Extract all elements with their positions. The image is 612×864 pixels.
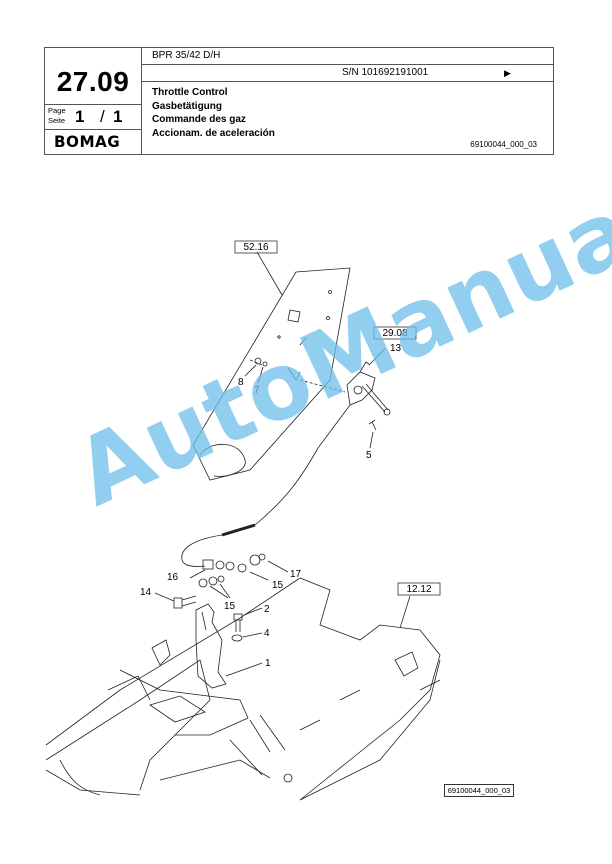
page-indicator: Page Seite 1 / 1 bbox=[45, 104, 141, 130]
title-en: Throttle Control bbox=[152, 87, 228, 98]
leader-13 bbox=[369, 348, 386, 365]
panel-52-16 bbox=[192, 267, 351, 481]
leader-8 bbox=[244, 364, 257, 377]
ref-box-12-12 bbox=[397, 582, 441, 596]
leader-16 bbox=[189, 569, 206, 579]
leader-17 bbox=[267, 560, 289, 573]
bolt-14 bbox=[173, 595, 197, 609]
leader-12-12 bbox=[399, 595, 411, 629]
callout-8: 8 bbox=[238, 377, 244, 388]
arrow-right-icon: ▶ bbox=[504, 68, 511, 78]
frame-12-12 bbox=[45, 577, 441, 801]
dashed-line-1 bbox=[299, 379, 346, 393]
callout-5: 5 bbox=[366, 450, 372, 461]
title-de: Gasbetätigung bbox=[152, 100, 223, 112]
ref-label-12-12: 12.12 bbox=[406, 584, 431, 595]
header-left-column: 27.09 Page Seite 1 / 1 BOMAG bbox=[45, 48, 142, 154]
callout-14: 14 bbox=[140, 587, 152, 598]
page-current: 1 bbox=[75, 107, 85, 126]
serial-number: S/N 101692191001 bbox=[342, 67, 429, 78]
seite-label: Seite bbox=[48, 116, 66, 125]
bomag-logo: BOMAG bbox=[54, 132, 121, 151]
leader-4 bbox=[242, 632, 263, 638]
dashed-line-2 bbox=[249, 359, 263, 366]
callout-4: 4 bbox=[264, 628, 270, 639]
section-number: 27.09 bbox=[56, 66, 130, 97]
leader-5 bbox=[369, 431, 374, 449]
header-drawing-number: 69100044_000_03 bbox=[470, 140, 537, 149]
callout-7: 7 bbox=[254, 385, 260, 396]
ref-label-29-08: 29.08 bbox=[382, 328, 407, 339]
callout-17: 17 bbox=[290, 569, 302, 580]
washer-4 bbox=[231, 634, 243, 642]
leader-2 bbox=[243, 607, 263, 616]
header-block: 27.09 Page Seite 1 / 1 BOMAG BPR 35/42 D… bbox=[44, 47, 554, 155]
callout-2: 2 bbox=[264, 604, 270, 615]
title-list: Throttle Control Gasbetätigung Commande … bbox=[152, 86, 275, 140]
screw-5 bbox=[368, 419, 377, 431]
washer-7 bbox=[262, 361, 268, 367]
ref-box-29-08 bbox=[373, 326, 417, 340]
bracket-1 bbox=[195, 603, 227, 689]
ref-box-52-16 bbox=[234, 240, 278, 254]
page-labels: Page Seite bbox=[48, 106, 66, 126]
title-es: Accionam. de aceleración bbox=[152, 127, 275, 139]
leader-7 bbox=[257, 366, 264, 384]
title-fr: Commande des gaz bbox=[152, 114, 246, 125]
footer-drawing-number: 69100044_000_03 bbox=[444, 784, 514, 797]
leader-14 bbox=[154, 592, 175, 602]
cable-end-fittings bbox=[198, 553, 266, 588]
callout-13: 13 bbox=[390, 343, 402, 354]
ref-label-52-16: 52.16 bbox=[243, 242, 268, 253]
leader-1 bbox=[225, 662, 263, 677]
serial-row: S/N 101692191001 ▶ bbox=[142, 65, 553, 82]
callout-15a: 15 bbox=[272, 580, 284, 591]
page-label: Page bbox=[48, 106, 66, 115]
callout-16: 16 bbox=[167, 572, 179, 583]
model-name: BPR 35/42 D/H bbox=[142, 48, 553, 65]
page-separator: / bbox=[100, 107, 105, 126]
callout-1: 1 bbox=[265, 658, 271, 669]
leader-52-16 bbox=[256, 251, 283, 296]
page-total: 1 bbox=[113, 107, 123, 126]
throttle-cable bbox=[181, 404, 351, 567]
leader-15b bbox=[209, 583, 231, 599]
screw-2 bbox=[233, 613, 243, 632]
leader-15a bbox=[249, 571, 269, 581]
nut-8 bbox=[254, 357, 262, 365]
callout-15b: 15 bbox=[224, 601, 236, 612]
